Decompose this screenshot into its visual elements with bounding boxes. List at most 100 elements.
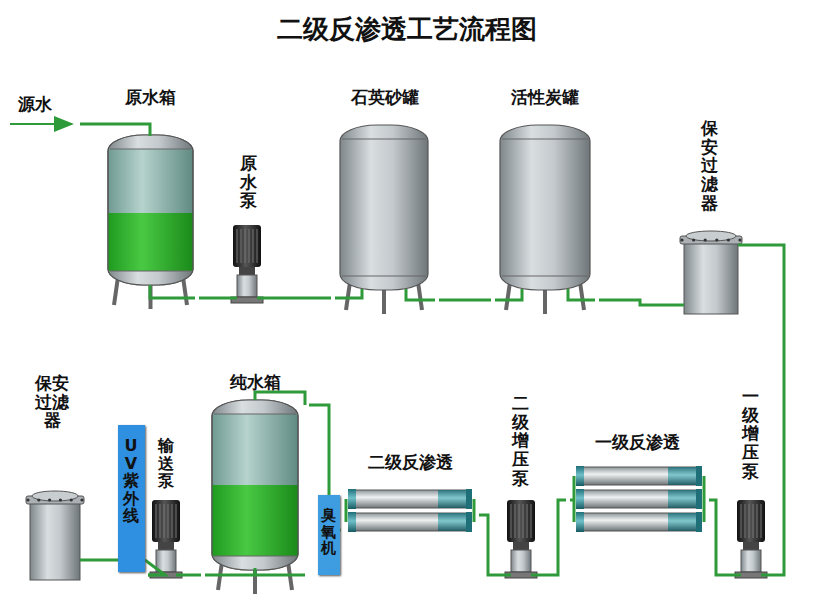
water (212, 485, 298, 570)
tank-top (108, 135, 193, 149)
motor-fin (531, 504, 532, 538)
pipe-stub (761, 574, 772, 577)
pipe-stub (568, 289, 595, 300)
membrane-tube (352, 513, 468, 531)
pump-motor (737, 500, 765, 542)
motor-fin (245, 229, 246, 263)
filter-lid (686, 231, 736, 241)
pipe-connector (709, 500, 730, 575)
pipe-connector (340, 529, 341, 532)
membrane-tube (580, 467, 698, 485)
bolt (704, 238, 707, 241)
bolt (59, 498, 62, 501)
pump (231, 225, 263, 303)
equipment-node: 二级增压泵 (500, 390, 542, 585)
tank-seam (342, 139, 426, 140)
tank (340, 125, 428, 314)
pipe-connector (439, 299, 491, 302)
equipment-label: 二级增压泵 (512, 394, 529, 487)
equipment-node: 活性炭罐 (491, 85, 599, 312)
tank-leg (346, 282, 350, 310)
bolt (37, 498, 40, 501)
pipe-connector (184, 574, 201, 577)
membrane-cap (466, 512, 472, 532)
membrane-cap (668, 513, 698, 531)
bolt (70, 498, 73, 501)
membrane-tube (580, 490, 698, 508)
equipment-label: 纯水箱 (201, 372, 309, 392)
bolt (738, 238, 741, 241)
membrane-tube (352, 490, 468, 508)
membrane-cap (348, 512, 356, 532)
pump-casing (741, 550, 761, 572)
tank-bottom (212, 556, 298, 570)
bolt (26, 498, 29, 501)
equipment-label: 保安过滤器 (35, 374, 69, 430)
equipment-label: 臭氧机 (321, 507, 336, 557)
pipe-stub (704, 499, 705, 502)
equipment-node: 纯水箱 (201, 372, 309, 592)
membrane-cap (696, 512, 702, 532)
equipment-label: 一级反渗透 (566, 432, 709, 452)
tank-leg (580, 282, 584, 310)
pump (735, 500, 767, 578)
pipe-connector (599, 300, 675, 305)
tank (500, 125, 590, 314)
bolt (48, 498, 51, 501)
motor-fin (745, 504, 746, 538)
equipment-node: 输送泵 (148, 435, 184, 585)
bolt (680, 238, 683, 241)
tank-seam (214, 556, 296, 557)
motor-fin (176, 504, 177, 538)
filter-lid (32, 491, 78, 501)
equipment-label: 活性炭罐 (491, 87, 599, 107)
tank-seam (342, 276, 426, 277)
membrane (348, 512, 472, 532)
motor-fin (749, 504, 750, 538)
filter-body (30, 502, 80, 580)
motor-fin (156, 504, 157, 538)
pipe-connector (145, 560, 165, 575)
membrane-cap (348, 489, 356, 509)
motor-fin (257, 229, 258, 263)
motor-fin (168, 504, 169, 538)
pipe-stub (80, 124, 150, 136)
filter (26, 491, 84, 580)
membrane-cap (576, 466, 584, 486)
bolt (727, 238, 730, 241)
pipe-stub (500, 574, 511, 577)
motor-fin (511, 504, 512, 538)
equipment-node: 石英砂罐 (331, 85, 439, 312)
membrane-cap (466, 489, 472, 509)
pipe-stub (255, 568, 305, 575)
pipe-stub (474, 514, 475, 517)
motor-fin (249, 229, 250, 263)
pump (505, 500, 537, 578)
manifold (473, 499, 476, 522)
pipe-connector (479, 515, 500, 575)
motor-fin (253, 229, 254, 263)
equipment-label: 原水泵 (240, 154, 257, 210)
membrane-tube (580, 513, 698, 531)
pump-neck (158, 542, 174, 550)
motor-fin (519, 504, 520, 538)
tank-outline (212, 400, 298, 570)
motor-fin (515, 504, 516, 538)
tank-outline (108, 135, 193, 285)
membrane (576, 489, 702, 509)
membrane-cap (576, 512, 584, 532)
equipment-label: 二级反渗透 (341, 452, 479, 472)
equipment-label: 一级增压泵 (742, 387, 759, 480)
motor-fin (172, 504, 173, 538)
membrane-cap (668, 467, 698, 485)
pipe-stub (176, 574, 184, 577)
diagram-title: 二级反渗透工艺流程图 (0, 12, 814, 47)
membrane (576, 466, 702, 486)
tank-body (340, 125, 428, 290)
pipe-stub (255, 392, 305, 405)
pump-neck (743, 542, 759, 550)
flow-label: 源水 (18, 93, 52, 116)
membrane (576, 512, 702, 532)
motor-fin (237, 229, 238, 263)
pipe-stub (205, 574, 255, 577)
